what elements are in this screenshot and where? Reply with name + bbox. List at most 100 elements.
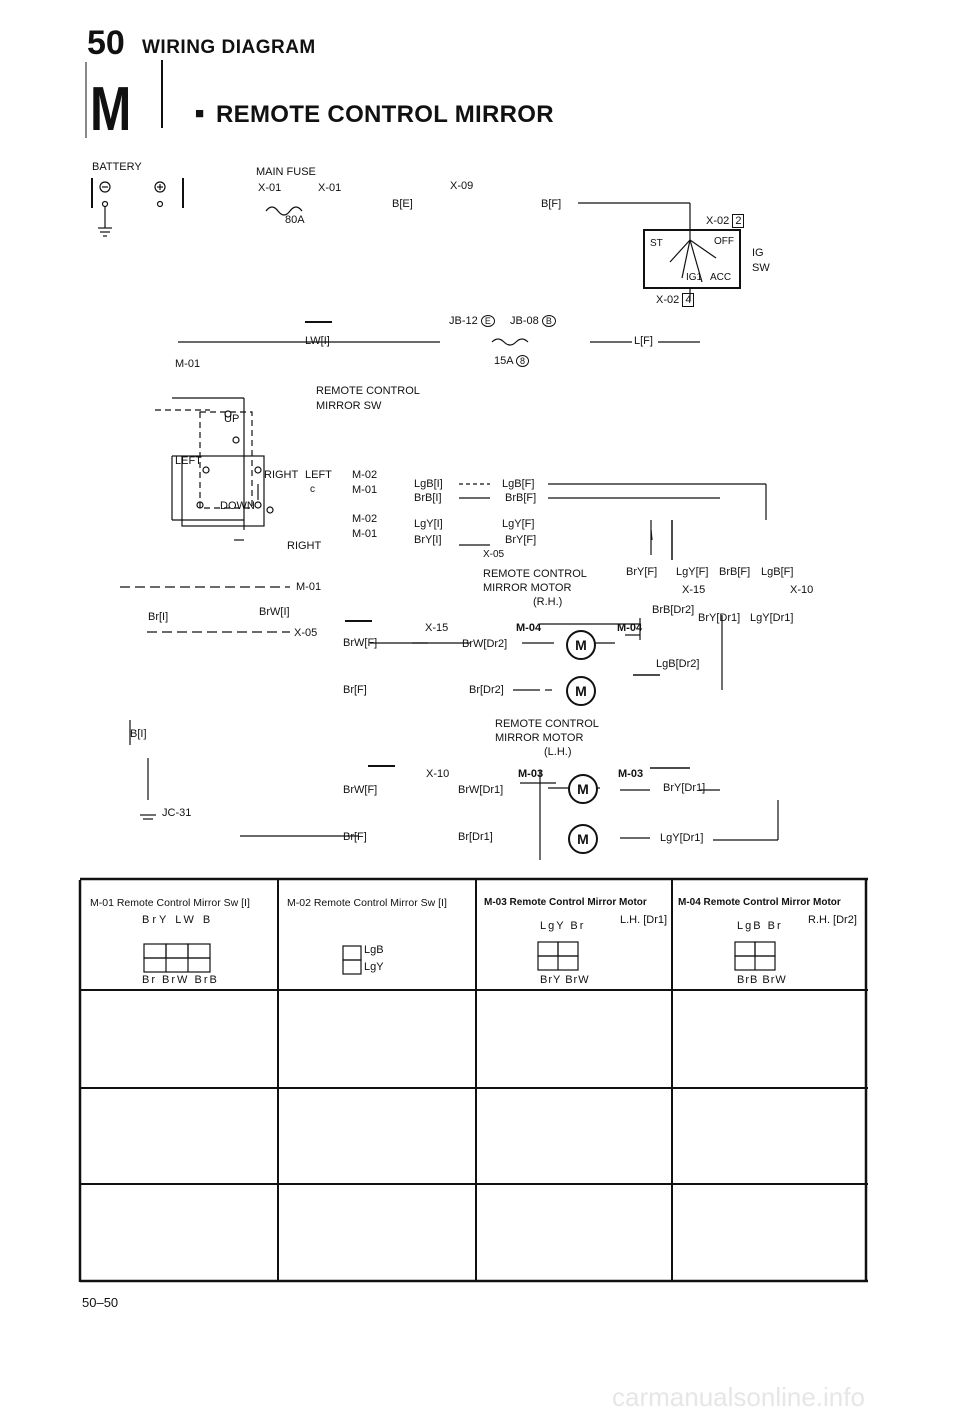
conn-m01b: M-01 bbox=[352, 528, 378, 540]
rh-wire-brw-dr2: BrW[Dr2] bbox=[462, 638, 508, 650]
jb12-label: JB-12 E bbox=[449, 315, 495, 327]
fuse-15a: 15A 8 bbox=[494, 355, 530, 367]
connector-m01-bottom-pins: Br BrW BrB bbox=[142, 974, 219, 986]
rh-motor-title3: (R.H.) bbox=[533, 596, 563, 608]
lh-wire-bry-dr1: BrY[Dr1] bbox=[663, 782, 706, 794]
wire-lgb-f: LgB[F] bbox=[502, 478, 535, 490]
wire-bry-dr1: BrY[Dr1] bbox=[698, 612, 741, 624]
lh-motor-upper: M bbox=[568, 774, 598, 804]
wire-bry-f: BrY[F] bbox=[505, 534, 537, 546]
connector-m04-bottom-pins: BrB BrW bbox=[737, 974, 787, 986]
section-letter: M bbox=[90, 75, 132, 144]
wire-top-bry: BrY[F] bbox=[626, 566, 658, 578]
wire-lgy-i: LgY[I] bbox=[414, 518, 443, 530]
conn-m01-dash: M-01 bbox=[296, 581, 322, 593]
watermark: carmanualsonline.info bbox=[612, 1382, 865, 1412]
conn-x05b: X-05 bbox=[483, 549, 505, 560]
lh-wire-br-f: Br[F] bbox=[343, 831, 367, 843]
wire-top-lgb: LgB[F] bbox=[761, 566, 794, 578]
section-title: WIRING DIAGRAM bbox=[142, 37, 316, 58]
ig-off: OFF bbox=[714, 236, 734, 247]
ig-ig1: IG1 bbox=[686, 272, 703, 283]
wire-lw-i: LW[I] bbox=[305, 335, 330, 347]
rh-conn-m04b: M-04 bbox=[617, 622, 643, 634]
rc-sw-left2: LEFT bbox=[305, 469, 332, 481]
wire-brb-dr2: BrB[Dr2] bbox=[652, 604, 695, 616]
wire-bry-i: BrY[I] bbox=[414, 534, 442, 546]
wire-top-brb: BrB[F] bbox=[719, 566, 751, 578]
conn-x02-2: X-02 2 bbox=[706, 214, 745, 228]
rh-conn-x15: X-15 bbox=[425, 622, 449, 634]
wire-brb-f: BrB[F] bbox=[505, 492, 537, 504]
lh-wire-brw-dr1: BrW[Dr1] bbox=[458, 784, 504, 796]
wire-b-i: B[I] bbox=[130, 728, 147, 740]
rh-motor-upper: M bbox=[566, 630, 596, 660]
rh-wire-brw-f: BrW[F] bbox=[343, 637, 378, 649]
lh-wire-brw-f: BrW[F] bbox=[343, 784, 378, 796]
connector-m02-title: M-02 Remote Control Mirror Sw [I] bbox=[287, 897, 447, 909]
connector-m02-pin1: LgB bbox=[364, 944, 384, 956]
wire-brb-i: BrB[I] bbox=[414, 492, 442, 504]
connector-m04-title: M-04 Remote Control Mirror Motor bbox=[678, 897, 841, 908]
wire-top-lgy: LgY[F] bbox=[676, 566, 709, 578]
connector-m03-side: L.H. [Dr1] bbox=[620, 914, 668, 926]
wire-lgy-dr1: LgY[Dr1] bbox=[750, 612, 794, 624]
rc-sw-title1: REMOTE CONTROL bbox=[316, 385, 420, 397]
lh-conn-m03a: M-03 bbox=[518, 768, 544, 780]
title-bullet: ■ bbox=[195, 105, 205, 122]
lh-wire-br-dr1: Br[Dr1] bbox=[458, 831, 493, 843]
ig-st: ST bbox=[650, 238, 663, 249]
rh-motor-title1: REMOTE CONTROL bbox=[483, 568, 587, 580]
battery-label: BATTERY bbox=[92, 161, 142, 173]
rh-wire-br-f: Br[F] bbox=[343, 684, 367, 696]
lh-motor-title2: MIRROR MOTOR bbox=[495, 732, 584, 744]
connector-m04-top-pins: LgB Br bbox=[737, 920, 783, 932]
wire-lgb-dr2: LgB[Dr2] bbox=[656, 658, 700, 670]
jc31-label: JC-31 bbox=[162, 807, 192, 819]
lh-wire-lgy-dr1: LgY[Dr1] bbox=[660, 832, 704, 844]
diagram-title: REMOTE CONTROL MIRROR bbox=[216, 101, 554, 128]
main-fuse-rating: 80A bbox=[285, 214, 305, 226]
lh-motor-lower: M bbox=[568, 824, 598, 854]
rc-sw-left: LEFT bbox=[175, 455, 202, 467]
connector-m03-title: M-03 Remote Control Mirror Motor bbox=[484, 897, 647, 908]
jb08-label: JB-08 B bbox=[510, 315, 556, 327]
conn-x09: X-09 bbox=[450, 180, 474, 192]
connector-m01-top-pins: BrY LW B bbox=[142, 914, 214, 926]
connector-m03-bottom-pins: BrY BrW bbox=[540, 974, 590, 986]
wire-l-f: L[F] bbox=[634, 335, 653, 347]
connector-m01-title: M-01 Remote Control Mirror Sw [I] bbox=[90, 897, 250, 909]
lh-motor-title1: REMOTE CONTROL bbox=[495, 718, 599, 730]
rc-sw-right-bottom: RIGHT bbox=[287, 540, 322, 552]
rc-sw-down: DOWN bbox=[220, 500, 255, 512]
rc-sw-c: c bbox=[310, 484, 315, 495]
rh-motor-title2: MIRROR MOTOR bbox=[483, 582, 572, 594]
wire-br-i: Br[I] bbox=[148, 611, 169, 623]
wire-b-f: B[F] bbox=[541, 198, 562, 210]
conn-m01a: M-01 bbox=[352, 484, 378, 496]
wire-b-e: B[E] bbox=[392, 198, 413, 210]
page-number: 50 bbox=[87, 24, 125, 62]
lh-motor-title3: (L.H.) bbox=[544, 746, 572, 758]
lh-conn-m03b: M-03 bbox=[618, 768, 644, 780]
rc-sw-title2: MIRROR SW bbox=[316, 400, 382, 412]
ig-sw-label-ig: IG bbox=[752, 247, 764, 259]
wire-lgy-f: LgY[F] bbox=[502, 518, 535, 530]
page-reference: 50–50 bbox=[82, 1295, 119, 1310]
lh-conn-x10: X-10 bbox=[426, 768, 450, 780]
conn-m01-top: M-01 bbox=[175, 358, 201, 370]
conn-x05: X-05 bbox=[294, 627, 318, 639]
main-fuse-conn-right: X-01 bbox=[318, 182, 342, 194]
conn-m02b: M-02 bbox=[352, 513, 378, 525]
conn-x02-4: X-02 4 bbox=[656, 293, 695, 307]
conn-x15-top: X-15 bbox=[682, 584, 706, 596]
ig-sw-label-sw: SW bbox=[752, 262, 770, 274]
rh-conn-m04a: M-04 bbox=[516, 622, 542, 634]
wire-brw-i: BrW[I] bbox=[259, 606, 290, 618]
rh-wire-br-dr2: Br[Dr2] bbox=[469, 684, 504, 696]
connector-m03-top-pins: LgY Br bbox=[540, 920, 586, 932]
wire-lgb-i: LgB[I] bbox=[414, 478, 443, 490]
rh-motor-lower: M bbox=[566, 676, 596, 706]
